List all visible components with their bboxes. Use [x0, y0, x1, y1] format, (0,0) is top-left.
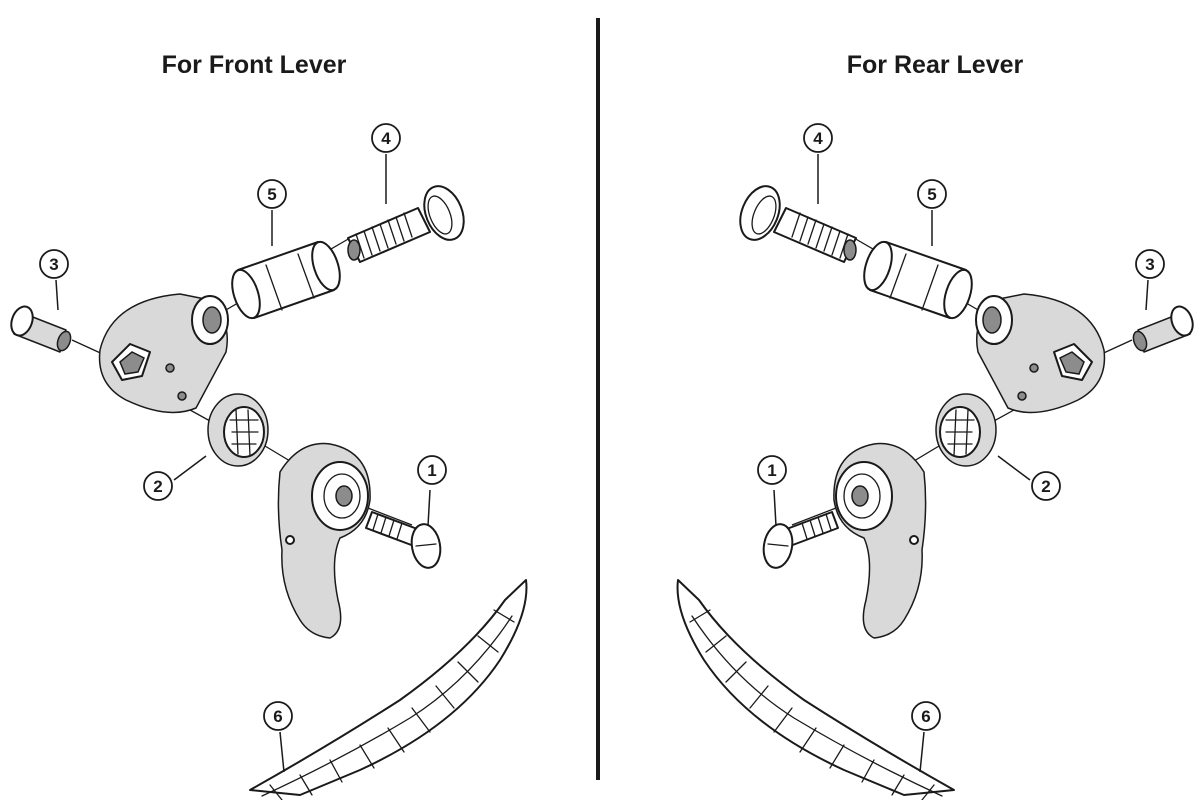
front-callout-3: 3: [39, 249, 69, 311]
front-part-4-bolt: [347, 185, 465, 263]
svg-text:4: 4: [381, 129, 391, 148]
front-callout-5: 5: [257, 179, 287, 246]
front-callout-4: 4: [371, 123, 401, 204]
front-lever-bracket: [98, 293, 229, 414]
svg-text:1: 1: [427, 461, 436, 480]
front-part-6-bar-tape: [249, 579, 528, 800]
rear-part-1-screw: [762, 511, 839, 569]
rear-callout-leaders: [757, 123, 1165, 773]
svg-text:3: 3: [49, 255, 58, 274]
rear-part-2-washer: [935, 393, 997, 467]
rear-callout-1: 1: [767, 461, 776, 480]
rear-part-3-cable-stop: [1132, 305, 1194, 353]
front-callout-2: 2: [143, 455, 207, 501]
rear-callout-3: 3: [1145, 255, 1154, 274]
front-part-3-cable-stop: [10, 305, 72, 353]
rear-part-4-bolt: [739, 185, 857, 263]
front-shift-lever: [277, 442, 371, 639]
rear-lever-bracket: [975, 293, 1106, 414]
rear-panel-title: For Rear Lever: [847, 51, 1024, 79]
svg-text:5: 5: [267, 185, 276, 204]
rear-lever-panel: For Rear Lever: [676, 51, 1194, 800]
svg-text:2: 2: [153, 477, 162, 496]
rear-part-6-bar-tape: [676, 579, 955, 800]
front-part-1-screw: [365, 511, 442, 569]
front-part-5-sleeve: [231, 240, 341, 320]
rear-parts-mirrored: [676, 123, 1194, 800]
rear-callout-5: 5: [927, 185, 936, 204]
front-panel-title: For Front Lever: [162, 51, 347, 79]
svg-text:6: 6: [273, 707, 282, 726]
front-lever-panel: For Front Lever: [10, 51, 528, 800]
front-callout-1: 1: [417, 455, 447, 527]
rear-part-5-sleeve: [863, 240, 973, 320]
rear-callout-4: 4: [813, 129, 823, 148]
front-callout-6: 6: [263, 701, 293, 773]
front-part-2-washer: [207, 393, 269, 467]
rear-callout-2: 2: [1041, 477, 1050, 496]
rear-shift-lever: [833, 442, 927, 639]
rear-callout-6: 6: [921, 707, 930, 726]
